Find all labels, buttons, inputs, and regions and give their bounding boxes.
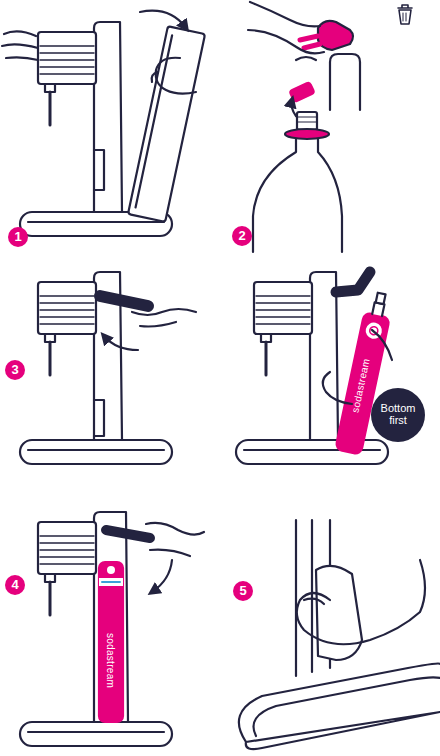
step-4-machine (20, 512, 204, 746)
step-1-machine (2, 11, 205, 236)
hint-text: Bottom first (377, 403, 419, 426)
step-number: 1 (8, 227, 28, 247)
hint-badge: Bottom first (371, 388, 425, 442)
step-number-text: 5 (239, 584, 246, 598)
step-number-text: 1 (14, 230, 21, 244)
step-number-text: 4 (11, 578, 18, 592)
brand-label: sodastream (106, 632, 117, 687)
step-number-text: 3 (11, 363, 18, 377)
step-5-base (239, 520, 440, 749)
step-number: 3 (5, 360, 25, 380)
step-number: 5 (233, 581, 253, 601)
step-number-text: 2 (238, 229, 245, 243)
step-3-machine-cylinder (236, 272, 394, 464)
step-number: 4 (5, 575, 25, 595)
step-2-bottle (248, 2, 412, 252)
step-number: 2 (232, 226, 252, 246)
step-3-machine (20, 272, 196, 464)
